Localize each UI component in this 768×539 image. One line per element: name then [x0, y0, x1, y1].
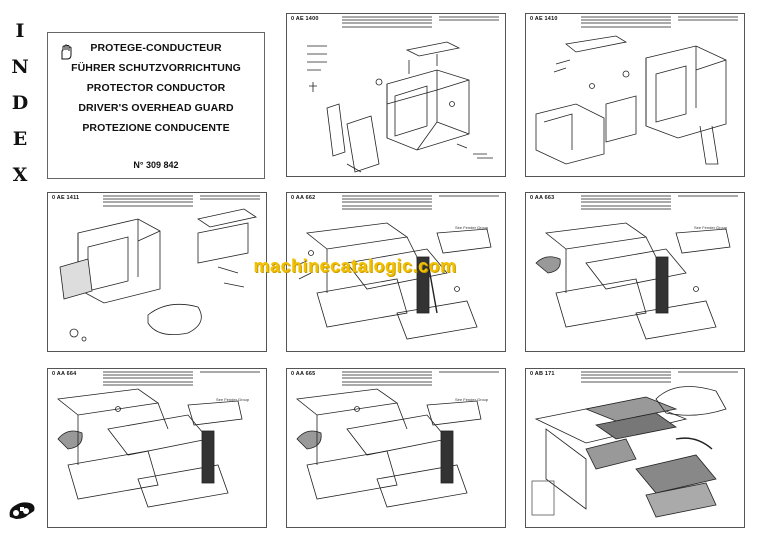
- manufacturer-logo-icon: [9, 502, 35, 519]
- panel-title-lines: [581, 16, 671, 29]
- panel-ref-lines: [678, 371, 738, 374]
- drawing-panel-ae1411[interactable]: 0 AE 1411: [47, 192, 267, 352]
- title-line-en: DRIVER'S OVERHEAD GUARD: [78, 102, 234, 114]
- fender-assembly-drawing: [535, 222, 731, 340]
- panel-ref-lines: [678, 195, 738, 198]
- fender-assembly-drawing: [296, 222, 492, 340]
- see-fender-note: See Fender Group: [455, 225, 489, 230]
- title-line-it: PROTEZIONE CONDUCENTE: [82, 122, 230, 134]
- see-fender-note: See Fender Group: [694, 225, 728, 230]
- watermark-text: machinecatalogic.com: [253, 256, 457, 276]
- title-line-de: FÜHRER SCHUTZVORRICHTUNG: [71, 62, 241, 74]
- see-fender-note: See Fender Group: [455, 397, 489, 402]
- index-letter: X: [12, 164, 28, 186]
- cab-exploded-drawing: [307, 41, 493, 173]
- panel-title-lines: [103, 195, 193, 208]
- panel-code: 0 AA 664: [52, 371, 77, 377]
- panel-title-lines: [581, 371, 671, 384]
- panel-ref-lines: [200, 371, 260, 374]
- drawing-panel-aa665[interactable]: 0 AA 665 See Fender Group: [286, 368, 506, 528]
- hand-icon: [61, 44, 72, 60]
- panel-title-lines: [342, 195, 432, 211]
- fender-assembly-drawing: [57, 388, 243, 508]
- floor-mat-drawing: [531, 386, 727, 518]
- panel-title-lines: [342, 371, 432, 387]
- panel-code: 0 AA 665: [291, 371, 316, 377]
- index-letter: D: [11, 92, 29, 114]
- title-box: PROTEGE-CONDUCTEUR FÜHRER SCHUTZVORRICHT…: [47, 32, 265, 179]
- cab-frame-drawing: [535, 35, 727, 165]
- drawing-panel-ae1400[interactable]: 0 AE 1400: [286, 13, 506, 177]
- drawing-panel-aa662[interactable]: 0 AA 662 See Fender Group: [286, 192, 506, 352]
- panel-code: 0 AE 1410: [530, 16, 558, 22]
- panel-code: 0 AA 663: [530, 195, 555, 201]
- index-letter: N: [11, 56, 29, 78]
- index-letter: I: [15, 20, 25, 42]
- drawing-panel-aa664[interactable]: 0 AA 664 See Fender Group: [47, 368, 267, 528]
- guard-frame-drawing: [59, 208, 258, 342]
- panel-title-lines: [103, 371, 193, 387]
- panel-ref-lines: [439, 195, 499, 198]
- panel-ref-lines: [439, 371, 499, 374]
- panel-ref-lines: [678, 16, 738, 22]
- drawing-panel-ae1410[interactable]: 0 AE 1410: [525, 13, 745, 177]
- panel-ref-lines: [439, 16, 499, 22]
- panel-title-lines: [342, 16, 432, 29]
- drawing-panel-aa663[interactable]: 0 AA 663 See Fender Group: [525, 192, 745, 352]
- index-letter: E: [12, 128, 28, 150]
- title-line-es: PROTECTOR CONDUCTOR: [86, 82, 226, 94]
- fender-assembly-drawing: [296, 388, 482, 508]
- panel-code: 0 AE 1400: [291, 16, 319, 22]
- panel-code: 0 AE 1411: [52, 195, 80, 201]
- drawing-panel-ab171[interactable]: 0 AB 171: [525, 368, 745, 528]
- panel-code: 0 AB 171: [530, 371, 555, 377]
- title-line-fr: PROTEGE-CONDUCTEUR: [90, 42, 222, 54]
- panel-ref-lines: [200, 195, 260, 201]
- panel-title-lines: [581, 195, 671, 211]
- see-fender-note: See Fender Group: [216, 397, 250, 402]
- part-number: N° 309 842: [133, 160, 179, 170]
- panel-code: 0 AA 662: [291, 195, 316, 201]
